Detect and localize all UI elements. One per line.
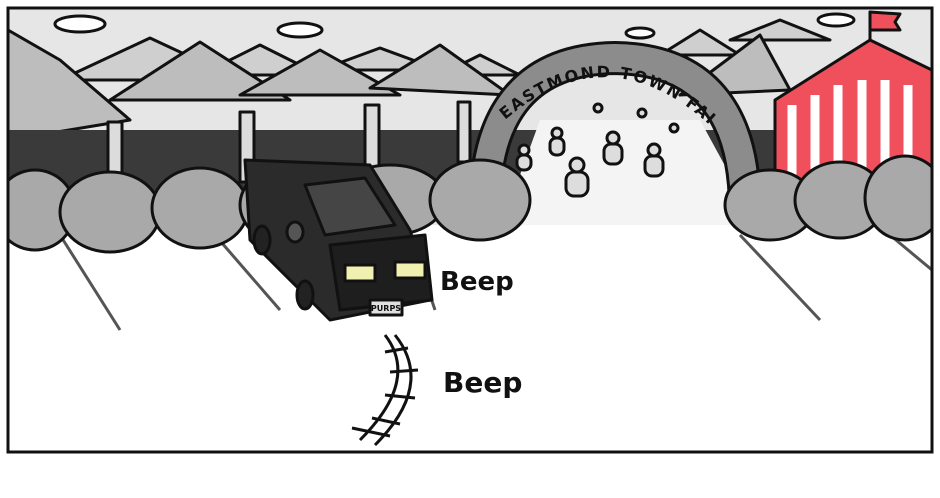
front-tents <box>8 28 792 142</box>
fair-arch <box>471 43 759 211</box>
sound-effect-beep-2: Beep <box>443 366 522 399</box>
tire-tracks <box>351 334 419 447</box>
sound-effect-beep-1: Beep <box>440 267 514 297</box>
parking-lot <box>8 225 932 452</box>
clouds <box>53 12 856 40</box>
license-plate <box>368 298 404 317</box>
wheel <box>295 279 315 311</box>
windshield <box>303 176 397 237</box>
panel-border <box>6 6 934 454</box>
black-van: PURPS <box>243 158 434 322</box>
headlight-left <box>343 263 377 283</box>
headlight-right <box>393 260 427 280</box>
flag <box>868 10 902 32</box>
license-plate-text: PURPS <box>371 304 401 313</box>
fairgoers <box>515 102 680 198</box>
side-mirror <box>285 220 305 244</box>
wheel <box>252 224 272 256</box>
